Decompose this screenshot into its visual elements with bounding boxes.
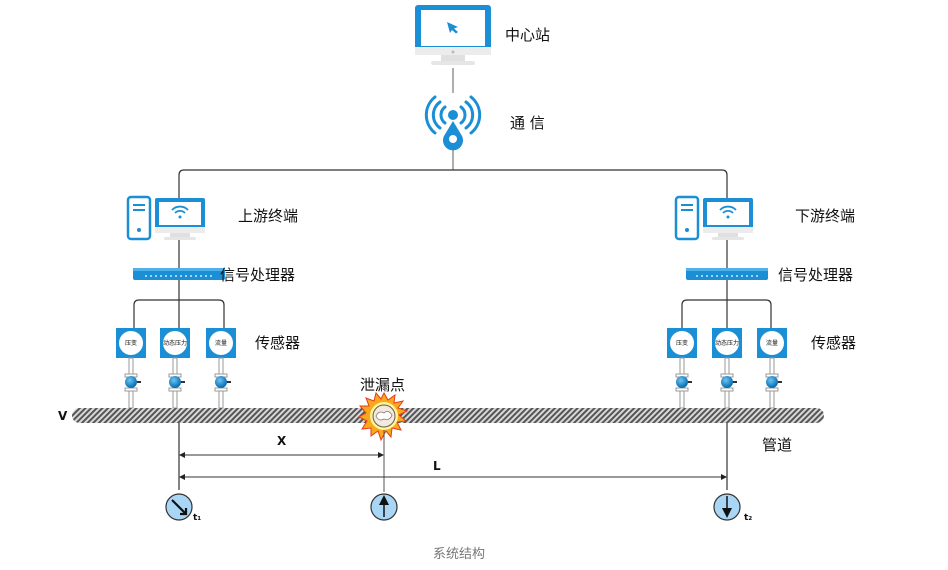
cursor-icon (447, 22, 458, 34)
upstream-sensor-flow: 流量 (206, 328, 236, 358)
downstream-sensor-dynamic-pressure: 动态压力 (712, 328, 742, 358)
valve-ball-icon (676, 376, 782, 388)
center-station-monitor-icon (415, 5, 491, 65)
sensor-label: 流量 (215, 339, 227, 347)
sensor-branch-line (681, 299, 772, 330)
upstream-time-label: t₁ (193, 513, 201, 523)
upstream-signal-processor-icon (133, 268, 225, 280)
wifi-icon (171, 205, 189, 211)
sensor-label: 压变 (125, 339, 137, 347)
network-branch-line (178, 169, 728, 200)
distance-l-label: L (433, 459, 441, 473)
upstream-timer-icon (165, 493, 193, 521)
sensor-label: 流量 (766, 339, 778, 347)
leak-timer-icon (370, 493, 398, 521)
downstream-processor-label: 信号处理器 (778, 266, 853, 284)
sensor-label: 动态压力 (163, 339, 187, 347)
upstream-sensor-pressure: 压变 (116, 328, 146, 358)
downstream-sensor-flow: 流量 (757, 328, 787, 358)
upstream-sensor-dynamic-pressure: 动态压力 (160, 328, 190, 358)
pipeline (72, 408, 824, 423)
valve-ball-icon (125, 376, 231, 388)
downstream-sensors-label: 传感器 (811, 334, 856, 352)
leak-burst-icon (357, 391, 409, 442)
velocity-label: V (58, 409, 68, 423)
sensor-label: 压变 (676, 339, 688, 347)
wireless-signal-icon (424, 95, 482, 151)
wifi-icon (719, 205, 737, 211)
downstream-terminal-label: 下游终端 (795, 207, 855, 225)
center-station-label: 中心站 (505, 26, 550, 44)
leak-point-label: 泄漏点 (360, 376, 405, 394)
figure-caption: 系统结构 (433, 547, 485, 562)
upstream-processor-label: 信号处理器 (220, 266, 295, 284)
upstream-terminal-computer-icon (126, 195, 205, 241)
distance-x-label: X (277, 434, 287, 448)
upstream-terminal-label: 上游终端 (238, 207, 298, 225)
sensor-branch-line (133, 299, 225, 330)
downstream-terminal-computer-icon (674, 195, 753, 241)
pipeline-label: 管道 (762, 436, 792, 454)
downstream-timer-icon (713, 493, 741, 521)
communication-label: 通 信 (510, 114, 545, 132)
upstream-sensors-label: 传感器 (255, 334, 300, 352)
sensor-label: 动态压力 (715, 339, 739, 347)
downstream-signal-processor-icon (686, 268, 768, 280)
downstream-sensor-pressure: 压变 (667, 328, 697, 358)
downstream-time-label: t₂ (744, 513, 752, 523)
